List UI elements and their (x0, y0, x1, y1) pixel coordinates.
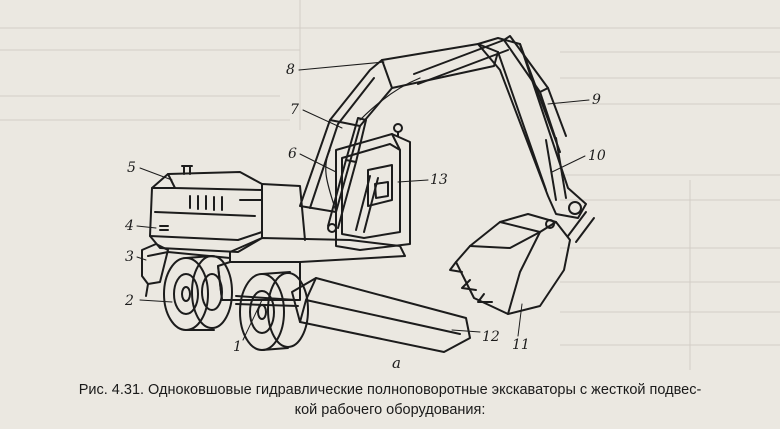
undercarriage (147, 251, 301, 301)
callout-5: 5 (127, 160, 136, 176)
callout-3: 3 (125, 249, 134, 265)
caption-line-1: Рис. 4.31. Одноковшовые гидравлические п… (78, 382, 702, 398)
callout-13: 13 (430, 172, 448, 188)
callout-1: 1 (233, 339, 242, 355)
bucket (449, 211, 595, 315)
figure-caption: Рис. 4.31. Одноковшовые гидравлические п… (12, 380, 768, 420)
callout-6: 6 (288, 146, 297, 162)
leader-lines (136, 61, 590, 341)
callout-9: 9 (592, 92, 601, 108)
hydraulic-hose (325, 77, 421, 213)
rear-wheels (163, 255, 233, 331)
subfigure-label: а (392, 354, 401, 372)
callout-10: 10 (588, 148, 606, 164)
callout-12: 12 (482, 329, 500, 345)
outrigger (141, 243, 169, 297)
callout-2: 2 (125, 293, 134, 309)
upper-structure (229, 183, 406, 263)
operator-cab (335, 123, 411, 251)
caption-line-2: кой рабочего оборудования: (294, 402, 486, 418)
engine-housing (149, 165, 263, 253)
callout-8: 8 (286, 62, 295, 78)
dozer-blade (235, 277, 471, 353)
callout-4: 4 (125, 218, 134, 234)
callout-7: 7 (290, 102, 299, 118)
front-wheels (239, 271, 309, 351)
excavator-diagram (136, 35, 595, 353)
callout-11: 11 (512, 337, 530, 353)
stick (413, 35, 587, 229)
